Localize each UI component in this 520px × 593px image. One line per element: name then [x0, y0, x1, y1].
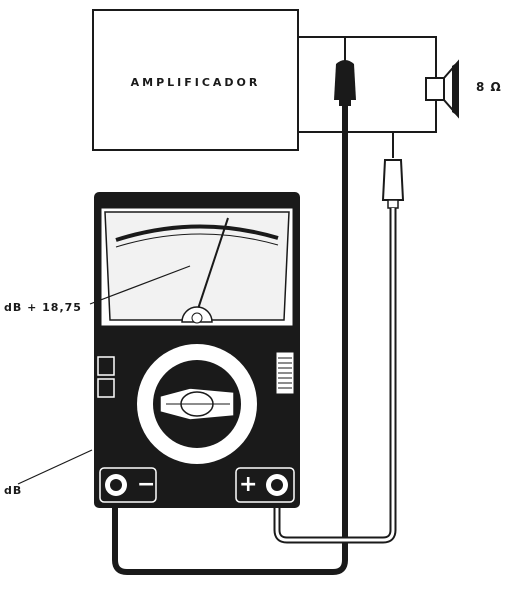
- jack-leader-line: [17, 449, 93, 485]
- meter-needle: [196, 217, 229, 313]
- white-probe: [381, 132, 405, 209]
- right-adjust-knob: [275, 351, 295, 395]
- white-test-lead: [273, 208, 397, 544]
- speaker-icon: [425, 59, 459, 119]
- positive-jack: [235, 467, 295, 503]
- black-test-lead: [112, 106, 348, 575]
- speaker-output-wires: [298, 36, 437, 133]
- black-probe: [334, 37, 356, 106]
- amplifier-box: [92, 9, 299, 151]
- amplifier-label: AMPLIFICADOR: [130, 76, 261, 89]
- meter-reading-label: dB + 18,75: [4, 301, 82, 314]
- negative-jack-sign: −: [137, 472, 156, 497]
- reading-leader-line: [89, 265, 191, 305]
- positive-jack-sign: +: [239, 472, 258, 497]
- db-jack-label: dB: [4, 484, 23, 497]
- speaker-impedance-label: 8 Ω: [476, 80, 502, 94]
- meter-scale-arc: [115, 224, 279, 242]
- range-selector-dial: [137, 344, 257, 464]
- meter-face: [104, 211, 290, 324]
- left-mode-buttons: [97, 356, 115, 398]
- negative-jack: [99, 467, 157, 503]
